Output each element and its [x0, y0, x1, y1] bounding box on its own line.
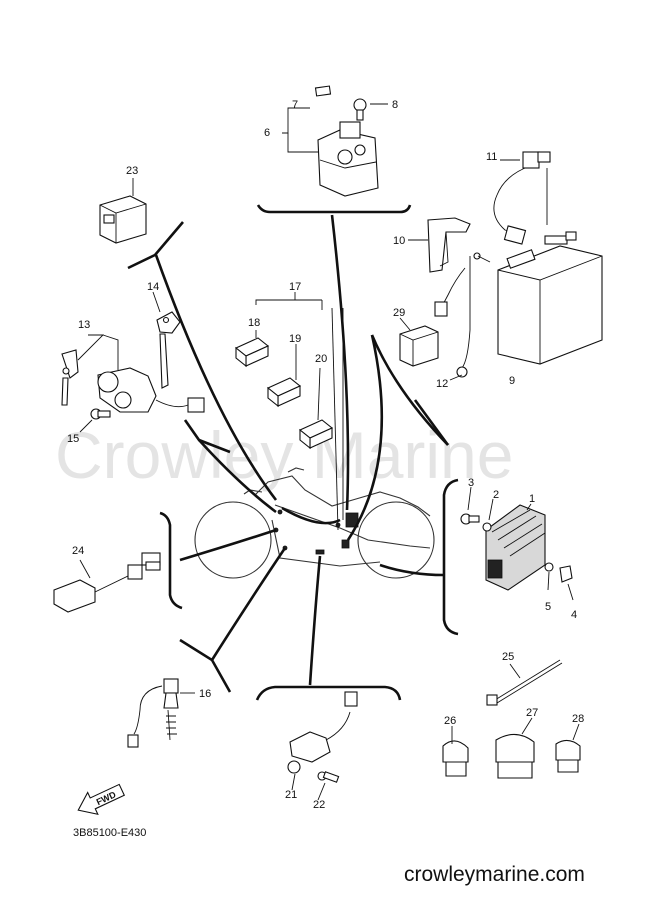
leader-lines [154, 214, 445, 686]
sensor-21 [287, 691, 358, 774]
callout-21: 21 [285, 789, 297, 801]
bolt-22 [317, 771, 340, 783]
bolt-3 [460, 513, 480, 525]
callout-8: 8 [392, 99, 398, 111]
callout-numbers: 1 2 3 4 5 6 7 8 9 10 11 12 13 14 15 16 1… [67, 99, 584, 811]
screw-15 [90, 408, 111, 420]
nut-4 [559, 565, 573, 583]
callout-16: 16 [199, 688, 211, 700]
washer-5 [544, 562, 554, 572]
battery-lead [493, 151, 551, 245]
callout-19: 19 [289, 333, 301, 345]
fuse-20 [298, 419, 334, 450]
relay-unit-23 [99, 195, 147, 244]
fuse-18 [234, 337, 270, 368]
clamp-28 [555, 739, 581, 773]
relay-fuse-cover [314, 85, 332, 97]
fuses [234, 337, 334, 450]
washer-2 [482, 522, 492, 532]
callout-9: 9 [509, 375, 515, 387]
callout-12: 12 [436, 378, 448, 390]
callout-15: 15 [67, 433, 79, 445]
callout-23: 23 [126, 165, 138, 177]
callout-20: 20 [315, 353, 327, 365]
switch-16 [127, 678, 179, 748]
sensor-24 [53, 552, 161, 613]
starter-relay [314, 85, 379, 197]
callout-22: 22 [313, 799, 325, 811]
callout-24: 24 [72, 545, 84, 557]
callout-29: 29 [393, 307, 405, 319]
main-switch [61, 349, 205, 413]
fuse-19 [266, 377, 302, 408]
battery [497, 231, 603, 365]
callout-1: 1 [529, 493, 535, 505]
callout-10: 10 [393, 235, 405, 247]
clamp-26 [442, 740, 469, 777]
callout-28: 28 [572, 713, 584, 725]
ignition-key [156, 311, 181, 389]
callout-14: 14 [147, 281, 159, 293]
unit-29 [399, 325, 439, 367]
fwd-arrow-icon: FWD [77, 783, 126, 816]
callout-5: 5 [545, 601, 551, 613]
callout-13: 13 [78, 319, 90, 331]
site-url: crowleymarine.com [404, 863, 585, 886]
rectifier-regulator [485, 504, 546, 591]
cable-tie [486, 659, 563, 706]
callout-2: 2 [493, 489, 499, 501]
clamp-27 [495, 733, 535, 779]
callout-11: 11 [486, 151, 497, 163]
callout-25: 25 [502, 651, 514, 663]
callout-3: 3 [468, 477, 474, 489]
callout-18: 18 [248, 317, 260, 329]
callout-4: 4 [571, 609, 577, 621]
callout-27: 27 [526, 707, 538, 719]
watermark: Crowley Marine [55, 418, 513, 492]
callout-17: 17 [289, 281, 301, 293]
group-brackets [127, 204, 459, 701]
diagram-code: 3B85100-E430 [73, 827, 146, 839]
callout-7: 7 [292, 99, 298, 111]
battery-band [427, 217, 471, 273]
callout-26: 26 [444, 715, 456, 727]
negative-cable [434, 252, 491, 378]
callout-6: 6 [264, 127, 270, 139]
